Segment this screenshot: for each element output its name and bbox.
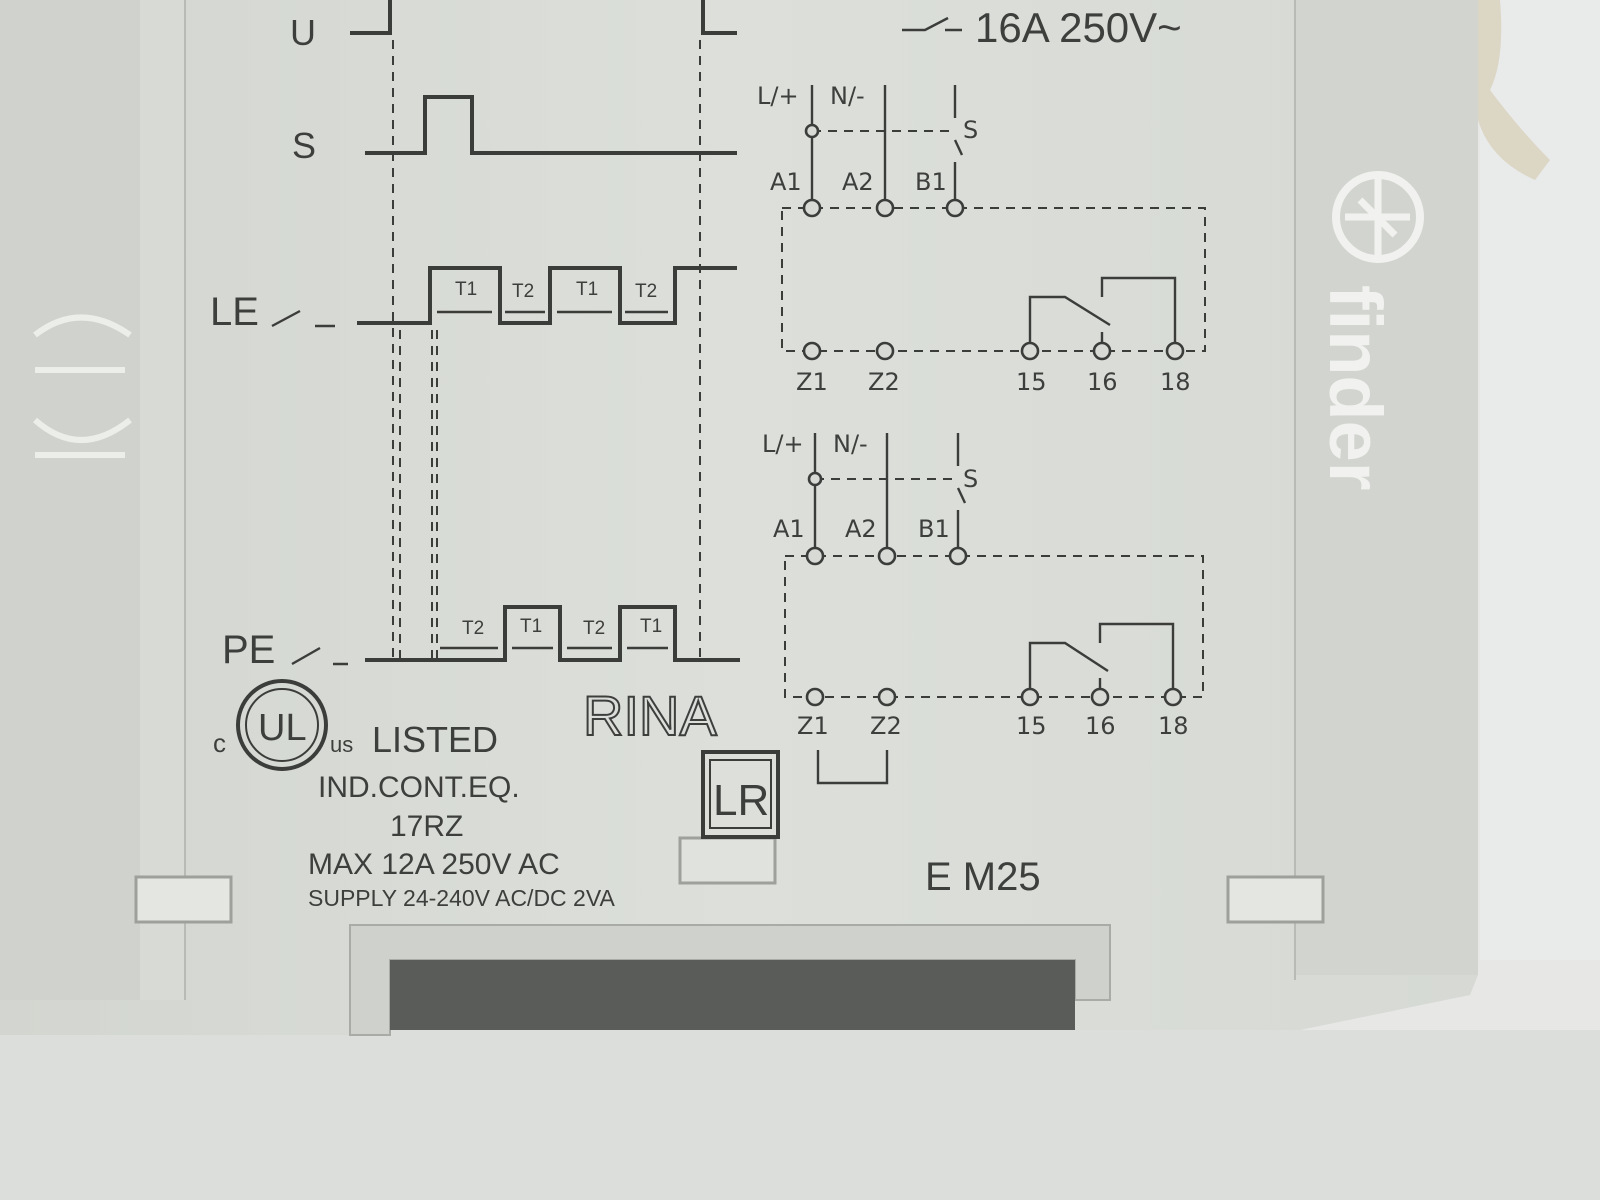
- wire-tag: [1478, 0, 1550, 180]
- svg-text:N/-: N/-: [833, 430, 868, 458]
- table-surface: [0, 1030, 1600, 1200]
- svg-text:us: us: [330, 732, 353, 757]
- lr-mark: LR: [701, 750, 780, 839]
- mount-clip-center: [678, 836, 777, 885]
- wiring-diagram-bottom: L/+ N/- S A1 A2 B1 Z1 Z2 15 16 18: [762, 430, 1204, 785]
- svg-text:T1: T1: [520, 616, 542, 637]
- svg-text:18: 18: [1160, 368, 1191, 396]
- svg-text:S: S: [963, 465, 978, 493]
- svg-text:T2: T2: [462, 618, 484, 639]
- ul-logo: [236, 679, 328, 771]
- svg-text:A1: A1: [770, 168, 802, 196]
- svg-text:T2: T2: [635, 281, 657, 302]
- svg-text:18: 18: [1158, 712, 1189, 740]
- trace-u: [350, 0, 392, 35]
- label-u: U: [290, 12, 316, 53]
- svg-text:16: 16: [1087, 368, 1118, 396]
- svg-text:A1: A1: [773, 515, 805, 543]
- trace-le: [357, 266, 737, 325]
- svg-text:B1: B1: [915, 168, 947, 196]
- svg-text:15: 15: [1016, 712, 1047, 740]
- svg-text:UL: UL: [258, 707, 307, 749]
- svg-text:T1: T1: [640, 616, 662, 637]
- label-le: LE: [210, 290, 259, 334]
- label-s: S: [292, 125, 316, 166]
- svg-text:finder: finder: [1314, 285, 1397, 491]
- svg-text:Z1: Z1: [797, 712, 829, 740]
- svg-text:L/+: L/+: [757, 82, 799, 110]
- svg-text:S: S: [963, 116, 978, 144]
- svg-text:Z1: Z1: [796, 368, 828, 396]
- svg-text:T2: T2: [512, 281, 534, 302]
- contact-rating: 16A 250V~: [902, 4, 1182, 51]
- wiring-diagram-top: L/+ N/- S A1 A2 B1 Z1 Z2 15 16 18: [757, 82, 1206, 396]
- svg-text:Z2: Z2: [870, 712, 902, 740]
- svg-text:B1: B1: [918, 515, 950, 543]
- svg-text:16: 16: [1085, 712, 1116, 740]
- marking-em25: E M25: [925, 855, 1041, 899]
- label-pe: PE: [222, 628, 275, 672]
- svg-text:A2: A2: [845, 515, 877, 543]
- svg-text:L/+: L/+: [762, 430, 804, 458]
- mount-clip-right: [1226, 875, 1325, 924]
- svg-text:c: c: [213, 728, 226, 758]
- svg-text:SUPPLY 24-240V AC/DC 2VA: SUPPLY 24-240V AC/DC 2VA: [308, 885, 615, 911]
- svg-text:T1: T1: [576, 279, 598, 300]
- timing-diagram: U S LE T1 T2 T1 T2 PE T2 T1 T2 T1: [210, 0, 740, 672]
- svg-text:LISTED: LISTED: [372, 719, 498, 760]
- svg-text:LR: LR: [713, 776, 769, 825]
- relay-housing: [0, 0, 1478, 1036]
- mount-clip-left: [134, 875, 233, 924]
- rina-mark: RINA: [583, 684, 717, 747]
- svg-text:15: 15: [1016, 368, 1047, 396]
- svg-text:Z2: Z2: [868, 368, 900, 396]
- svg-text:T2: T2: [583, 618, 605, 639]
- certification-block: c UL us LISTED IND.CONT.EQ. 17RZ MAX 12A…: [213, 679, 615, 911]
- svg-text:MAX 12A 250V AC: MAX 12A 250V AC: [308, 848, 560, 881]
- trace-s: [365, 95, 737, 155]
- svg-text:A2: A2: [842, 168, 874, 196]
- svg-text:17RZ: 17RZ: [390, 810, 463, 843]
- svg-text:N/-: N/-: [830, 82, 865, 110]
- trace-pe: [365, 605, 740, 662]
- svg-text:T1: T1: [455, 279, 477, 300]
- svg-text:IND.CONT.EQ.: IND.CONT.EQ.: [318, 771, 520, 804]
- svg-text:16A 250V~: 16A 250V~: [975, 4, 1182, 51]
- finder-brand: finder: [1314, 171, 1424, 491]
